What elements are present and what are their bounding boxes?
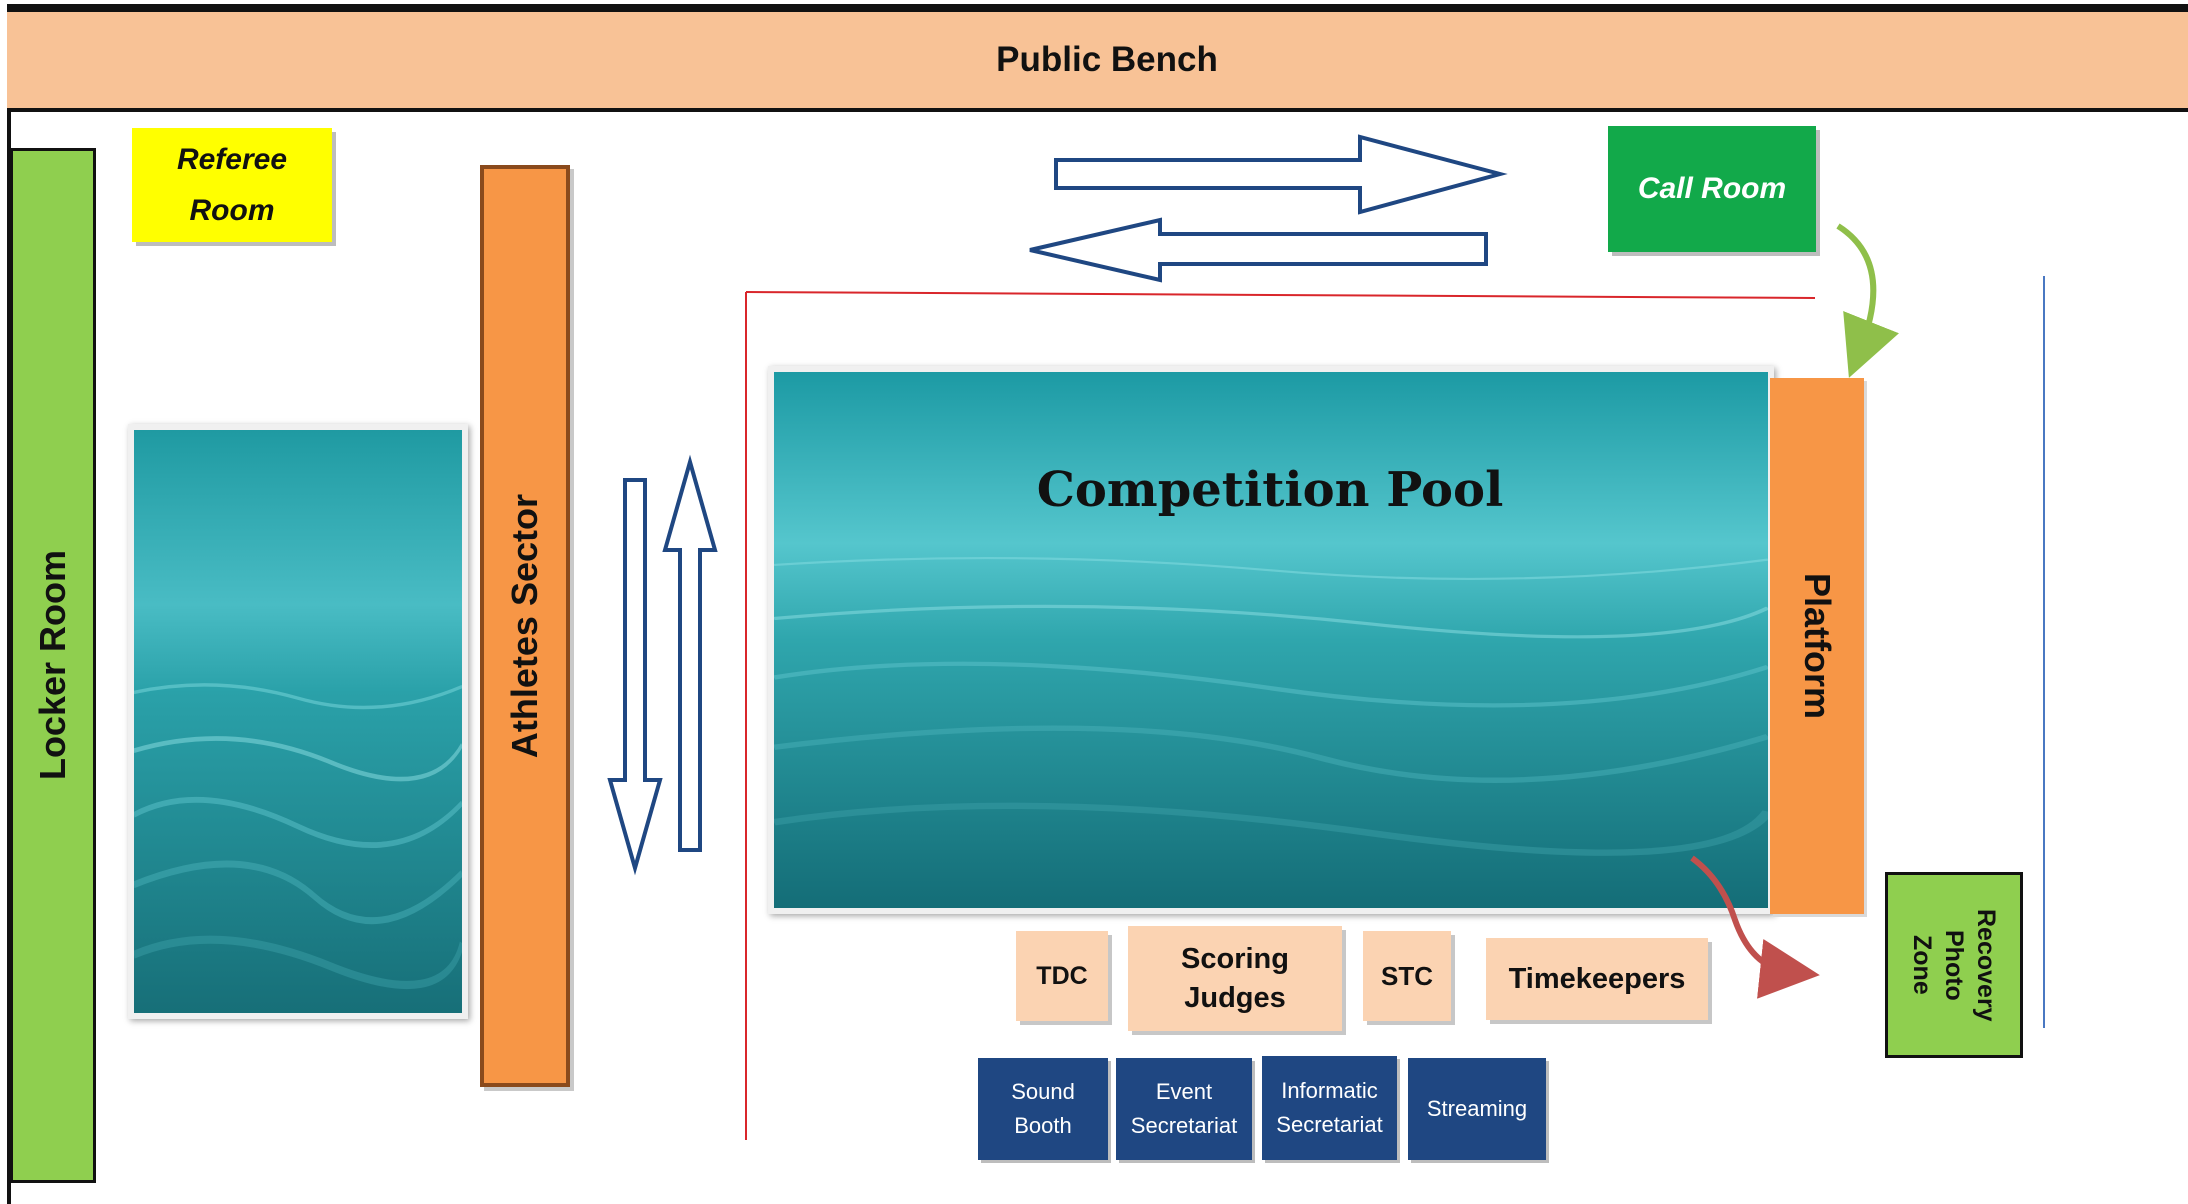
exit-to-recovery-arrow <box>1690 855 1820 999</box>
public-bench-label: Public Bench <box>996 40 1218 79</box>
down-flow-arrow <box>607 478 663 876</box>
competition-pool-label: Competition Pool <box>1036 462 1504 518</box>
scoring-judges-box: Scoring Judges <box>1128 926 1342 1031</box>
timekeepers-label: Timekeepers <box>1508 962 1686 995</box>
event-secretariat-label-line1: Event <box>1155 1079 1213 1104</box>
recovery-zone-label-line2: Photo <box>1940 929 1968 1001</box>
streaming-label: Streaming <box>1426 1096 1528 1121</box>
warmup-pool-image <box>128 424 468 1019</box>
recovery-zone-label-line1: Recovery <box>1972 908 2000 1022</box>
competition-pool-image <box>768 366 1774 914</box>
platform-zone: Platform <box>1770 378 1864 914</box>
right-flow-arrow <box>1054 134 1508 215</box>
platform-label: Platform <box>1797 572 1838 720</box>
diagram-frame <box>7 4 2188 1204</box>
event-secretariat-label-line2: Secretariat <box>1130 1113 1238 1138</box>
competition-area-top-boundary <box>745 291 1816 299</box>
call-room-to-platform-arrow <box>1836 223 1899 378</box>
referee-room-zone: Referee Room <box>132 128 332 242</box>
scoring-judges-label-line1: Scoring <box>1181 942 1289 975</box>
referee-room-label-line1: Referee <box>176 143 288 176</box>
locker-room-zone: Locker Room <box>10 148 96 1183</box>
call-room-label: Call Room <box>1637 172 1787 205</box>
streaming-box: Streaming <box>1408 1058 1546 1160</box>
scoring-judges-label-line2: Judges <box>1184 981 1286 1014</box>
referee-room-label-line2: Room <box>189 194 275 227</box>
sound-booth-label-line1: Sound <box>1011 1079 1075 1104</box>
timekeepers-box: Timekeepers <box>1486 938 1708 1020</box>
stc-box: STC <box>1363 931 1451 1021</box>
athletes-sector-zone: Athletes Sector <box>480 165 570 1087</box>
public-bench-zone: Public Bench <box>7 8 2188 112</box>
call-room-zone: Call Room <box>1608 126 1816 252</box>
event-secretariat-box: Event Secretariat <box>1116 1058 1252 1160</box>
recovery-photo-zone: Recovery Photo Zone <box>1885 872 2023 1058</box>
recovery-zone-label-line3: Zone <box>1908 935 1936 995</box>
informatic-secretariat-label-line1: Informatic <box>1281 1078 1378 1103</box>
tdc-label: TDC <box>1036 961 1088 990</box>
informatic-secretariat-label-line2: Secretariat <box>1276 1112 1383 1137</box>
stc-label: STC <box>1381 960 1433 991</box>
sound-booth-label-line2: Booth <box>1014 1113 1072 1138</box>
informatic-secretariat-box: Informatic Secretariat <box>1262 1056 1397 1160</box>
up-flow-arrow <box>662 454 718 852</box>
sound-booth-box: Sound Booth <box>978 1058 1108 1160</box>
tdc-box: TDC <box>1016 931 1108 1021</box>
left-flow-arrow <box>1029 217 1488 283</box>
